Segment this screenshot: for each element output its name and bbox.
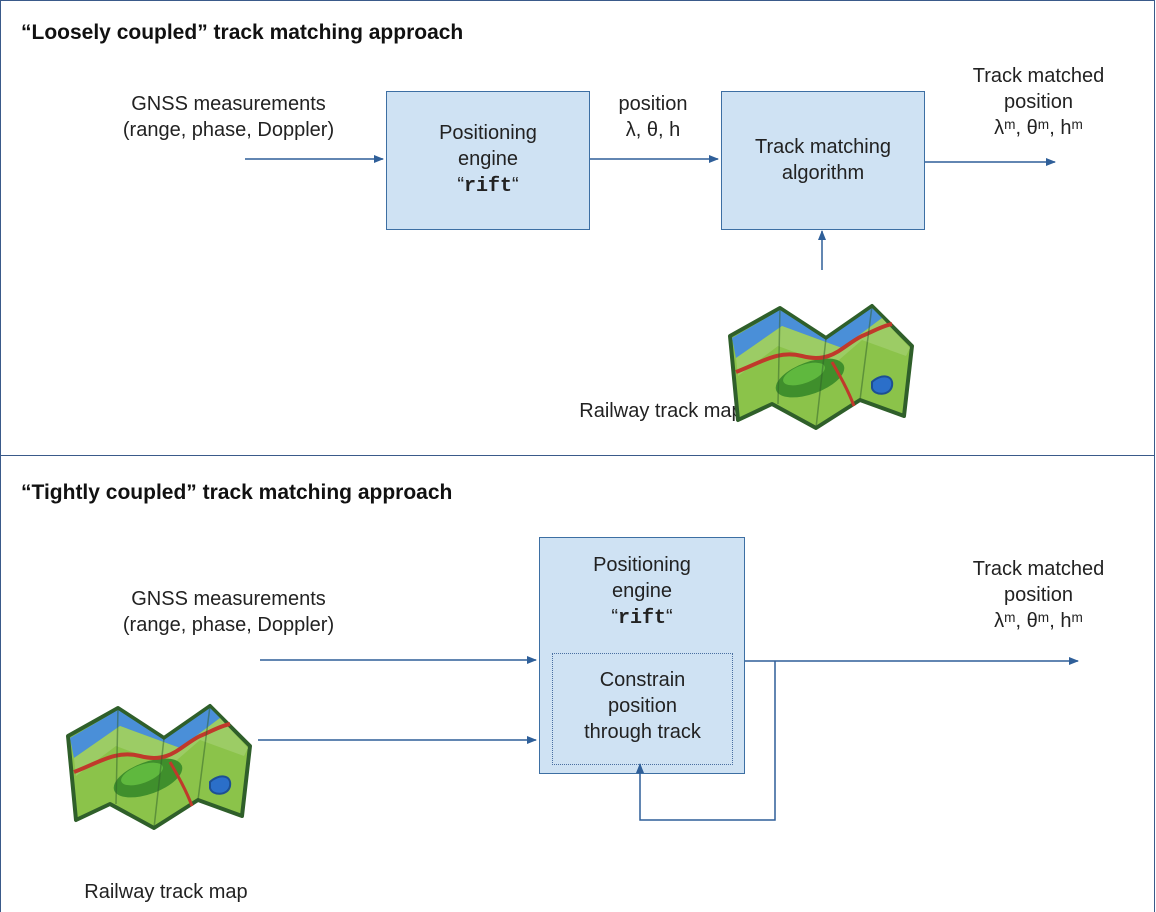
feedback-loop-arrow [636,661,776,821]
folded-map-icon [66,704,252,830]
engine-name: rift [463,175,512,198]
folded-map-icon [728,304,914,430]
track-matching-box: Track matching algorithm [721,91,925,230]
loosely-coupled-title: “Loosely coupled” track matching approac… [21,21,464,44]
positioning-engine-box: Positioning engine “rift“ [386,91,590,230]
map-caption: Railway track map [579,400,743,422]
position-label: position λ, θ, h [618,93,688,141]
tightly-coupled-panel: “Tightly coupled” track matching approac… [0,455,1155,912]
gnss-input-label: GNSS measurements (range, phase, Doppler… [122,93,335,141]
loosely-coupled-panel: “Loosely coupled” track matching approac… [0,0,1155,456]
tightly-coupled-title: “Tightly coupled” track matching approac… [21,481,453,504]
output-label: Track matched position λᵐ, θᵐ, hᵐ [972,558,1105,632]
map-caption: Railway track map [84,881,248,903]
output-label: Track matched position λᵐ, θᵐ, hᵐ [972,65,1105,139]
constrain-position-box: Constrain position through track [552,653,733,765]
gnss-input-label: GNSS measurements (range, phase, Doppler… [122,588,335,636]
positioning-engine-box: Positioning engine “rift“ Constrain posi… [539,537,745,774]
engine-name: rift [617,607,666,630]
